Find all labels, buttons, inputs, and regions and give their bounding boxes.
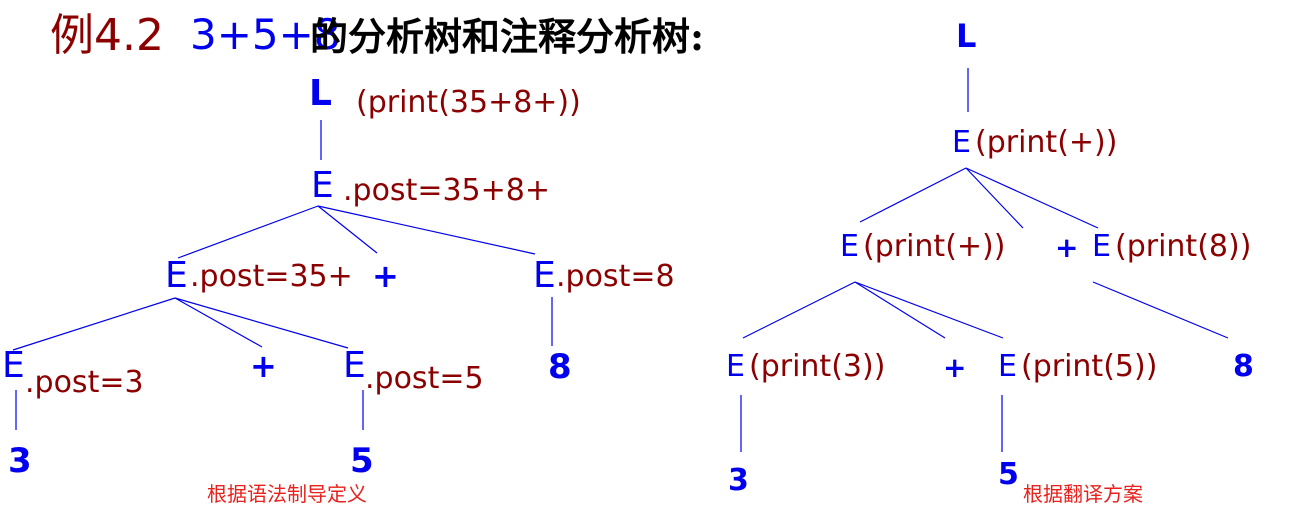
- left-leaf-3: 3: [8, 441, 32, 481]
- left-root-symbol: L: [309, 73, 332, 114]
- left-e3-symbol: E: [533, 255, 556, 296]
- right-plus-mid: +: [1055, 231, 1079, 264]
- left-e2-attribute: .post=35+: [190, 259, 353, 294]
- left-root-attribute: (print(35+8+)): [356, 85, 581, 120]
- left-e4-symbol: E: [2, 345, 25, 386]
- right-e-mid-left-attribute: (print(+)): [863, 229, 1006, 264]
- edge: [177, 205, 319, 259]
- right-root-symbol: L: [956, 17, 977, 55]
- left-e1-symbol: E: [311, 165, 334, 206]
- left-plus-symbol-2: +: [250, 347, 277, 385]
- edge: [854, 281, 946, 339]
- title-suffix: 的分析树和注释分析树:: [310, 14, 705, 59]
- right-e-low-right-attribute: (print(5)): [1021, 349, 1158, 384]
- right-e-mid-right-attribute: (print(8)): [1115, 229, 1252, 264]
- left-e5-symbol: E: [343, 345, 366, 386]
- left-e2-symbol: E: [165, 255, 188, 296]
- left-caption: 根据语法制导定义: [207, 482, 367, 506]
- right-e-top-symbol: E: [952, 125, 971, 160]
- right-e-mid-left-symbol: E: [840, 229, 859, 264]
- right-e-mid-right-symbol: E: [1092, 229, 1111, 264]
- edge: [854, 281, 1004, 339]
- left-e1-attribute: .post=35+8+: [343, 173, 550, 208]
- title-expression: 3+5+8: [190, 10, 341, 59]
- left-leaf-8: 8: [548, 347, 572, 387]
- right-caption: 根据翻译方案: [1023, 482, 1143, 506]
- left-leaf-5: 5: [350, 441, 374, 481]
- edge: [859, 167, 967, 223]
- left-e5-attribute: .post=5: [365, 361, 484, 396]
- edge: [317, 205, 378, 254]
- left-e3-attribute: .post=8: [556, 259, 675, 294]
- edge: [742, 281, 856, 339]
- right-e-low-right-symbol: E: [998, 349, 1017, 384]
- right-plus-low: +: [943, 351, 967, 384]
- edge: [317, 205, 536, 255]
- left-plus-symbol: +: [372, 257, 399, 295]
- right-e-low-left-symbol: E: [726, 349, 745, 384]
- right-e-low-left-attribute: (print(3)): [749, 349, 886, 384]
- left-e4-attribute: .post=3: [25, 365, 144, 400]
- edge: [965, 167, 1024, 229]
- edge: [12, 297, 176, 351]
- right-leaf-8: 8: [1233, 349, 1254, 384]
- title-prefix: 例4.2: [50, 10, 164, 61]
- edge: [174, 297, 349, 349]
- right-leaf-5: 5: [998, 457, 1019, 492]
- edge: [174, 297, 263, 348]
- edge: [1092, 281, 1229, 339]
- right-e-top-attribute: (print(+)): [975, 125, 1118, 160]
- edge: [965, 167, 1099, 229]
- right-leaf-3: 3: [728, 463, 749, 498]
